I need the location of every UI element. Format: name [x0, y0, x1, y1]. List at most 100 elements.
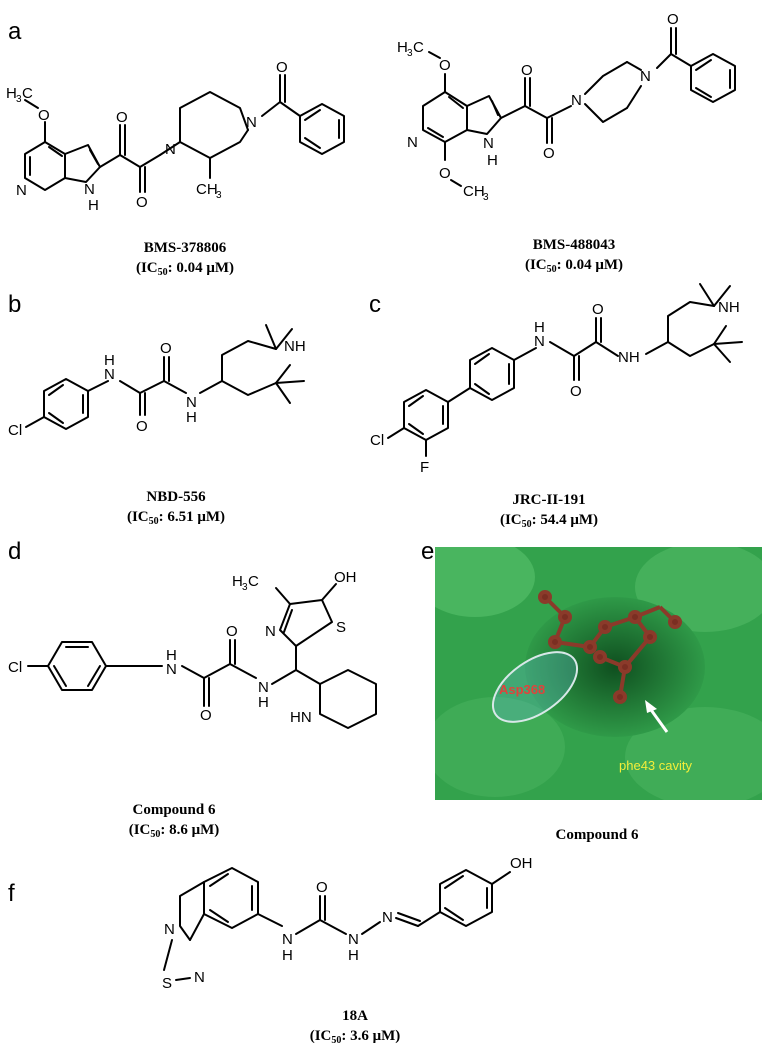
atom-nh-d1-n: N [166, 661, 177, 678]
atom-ch3-2-sub: 3 [483, 192, 489, 203]
atom-o-6: O [667, 11, 679, 28]
biphenyl-ring [469, 347, 515, 401]
atom-nh-c1-h: H [534, 319, 545, 336]
panel-letter-e: e [421, 538, 435, 565]
atom-o-c1: O [570, 383, 582, 400]
compound-name: NBD-556 [146, 489, 206, 505]
phe43-cavity-label: phe43 cavity [619, 758, 692, 773]
atom-nh-f2-n: N [348, 931, 359, 948]
atom-nh-piperidine-c: NH [718, 299, 740, 316]
panel-letter-d: d [8, 538, 22, 565]
chlorophenyl-ring-d [47, 641, 107, 691]
docking-image: Asp368 phe43 cavity [435, 547, 762, 800]
atom-o-b2: O [160, 340, 172, 357]
atom-nh-b2-n: N [186, 394, 197, 411]
atom-o-b1: O [136, 418, 148, 435]
atom-o-d2: O [226, 623, 238, 640]
panel-letter-b: b [8, 291, 22, 318]
atom-nh-d2-n: N [258, 679, 269, 696]
atom-ch3-2: CH [463, 183, 485, 200]
atom-oh-f: OH [510, 855, 533, 872]
structure-nbd-556: Cl N H O O N H NH [8, 324, 306, 439]
compound-ic50: (IC50: 0.04 μM) [524, 257, 624, 275]
compound-name: JRC-II-191 [512, 492, 586, 508]
atom-o-4: O [521, 62, 533, 79]
caption-nbd-556: NBD-556 (IC50: 6.51 μM) [66, 487, 286, 532]
atom-nh-b1-h: H [104, 352, 115, 369]
caption-bms-488043: BMS-488043 (IC50: 0.04 μM) [464, 235, 684, 280]
atom-nh-f1-h: H [282, 947, 293, 964]
atom-o-c2: O [592, 301, 604, 318]
caption-18a: 18A (IC50: 3.6 μM) [245, 1006, 465, 1051]
atom-o-1: O [116, 109, 128, 126]
atom-n-piperazine-3: N [571, 92, 582, 109]
caption-jrc-ii-191: JRC-II-191 (IC50: 54.4 μM) [439, 490, 659, 535]
pyridine-ring-2 [422, 91, 468, 143]
atom-nh-c1-n: N [534, 333, 545, 350]
atom-c-d: C [248, 573, 259, 590]
atom-h3c-d: H [232, 573, 243, 590]
atom-n-piperazine-1: N [165, 141, 176, 158]
atom-o-5: O [543, 145, 555, 162]
atom-f: F [420, 459, 429, 476]
atom-o: O [38, 107, 50, 124]
atom-n-pyrrole-2: N [483, 135, 494, 152]
atom-nh-f2-h: H [348, 947, 359, 964]
atom-h-pyrrole: H [88, 197, 99, 214]
atom-nh-piperidine: NH [284, 338, 306, 355]
structure-compound-6: Cl H N O O N H N S H 3 C OH HN [8, 569, 377, 729]
structure-18a: N N S N H O N H N OH [162, 855, 533, 992]
atom-n-pyridine: N [16, 182, 27, 199]
atom-h3c-d-sub: 3 [242, 582, 248, 593]
atom-cl-c: Cl [370, 432, 384, 449]
atom-ch3-sub: 3 [216, 190, 222, 201]
atom-c-2: C [413, 39, 424, 56]
structure-jrc-ii-191: Cl F H N O O NH NH [370, 283, 743, 476]
chlorophenyl-ring [43, 378, 89, 430]
atom-nh-d1-h: H [166, 647, 177, 664]
atom-o-d1: O [200, 707, 212, 724]
structure-bms-488043: H 3 C O N N H O CH 3 O O N N O [397, 11, 736, 203]
benzothiadiazole-benzene [203, 867, 259, 929]
atom-c: C [22, 85, 33, 102]
atom-n-f1: N [164, 921, 175, 938]
atom-h3c: H [6, 85, 17, 102]
atom-n-f2: N [194, 969, 205, 986]
panel-letter-a: a [8, 18, 22, 45]
benzene-ring [299, 103, 345, 155]
atom-n-f3: N [382, 909, 393, 926]
panel-letter-c: c [369, 291, 381, 318]
compound-ic50: (IC50: 8.6 μM) [128, 822, 220, 840]
compound-ic50: (IC50: 0.04 μM) [135, 260, 235, 278]
caption-docking: Compound 6 [487, 825, 707, 845]
compound-ic50: (IC50: 3.6 μM) [309, 1028, 401, 1046]
atom-h-pyrrole-2: H [487, 152, 498, 169]
atom-o-methoxy-top: O [439, 57, 451, 74]
atom-h3c-2: H [397, 39, 408, 56]
compound-name: 18A [342, 1008, 368, 1024]
atom-n-piperazine-2: N [246, 114, 257, 131]
atom-o-methoxy-bottom: O [439, 165, 451, 182]
asp368-highlight [491, 651, 579, 723]
compound-ic50: (IC50: 54.4 μM) [499, 512, 599, 530]
atom-n-piperazine-4: N [640, 68, 651, 85]
fluorochlorophenyl-ring [403, 389, 449, 441]
compound-name: Compound 6 [132, 802, 216, 818]
atom-s-f: S [162, 975, 172, 992]
atom-oh-d: OH [334, 569, 357, 586]
atom-nh-f1-n: N [282, 931, 293, 948]
panel-letter-f: f [8, 880, 15, 907]
atom-nh-b2-h: H [186, 409, 197, 426]
compound-name: BMS-378806 [143, 240, 227, 256]
atom-o-2: O [136, 194, 148, 211]
caption-bms-378806: BMS-378806 (IC50: 0.04 μM) [75, 238, 295, 283]
atom-nh-b1-n: N [104, 366, 115, 383]
atom-ch3: CH [196, 181, 218, 198]
phe43-arrow [647, 706, 669, 733]
phenol-ring [439, 869, 493, 927]
atom-n-thiazoline: N [265, 623, 276, 640]
atom-nh-d2-h: H [258, 694, 269, 711]
atom-nh-pyrrole: N [84, 181, 95, 198]
structure-bms-378806: O H 3 C N N H O O N N CH 3 O [6, 59, 345, 214]
benzene-ring-2 [690, 53, 736, 103]
